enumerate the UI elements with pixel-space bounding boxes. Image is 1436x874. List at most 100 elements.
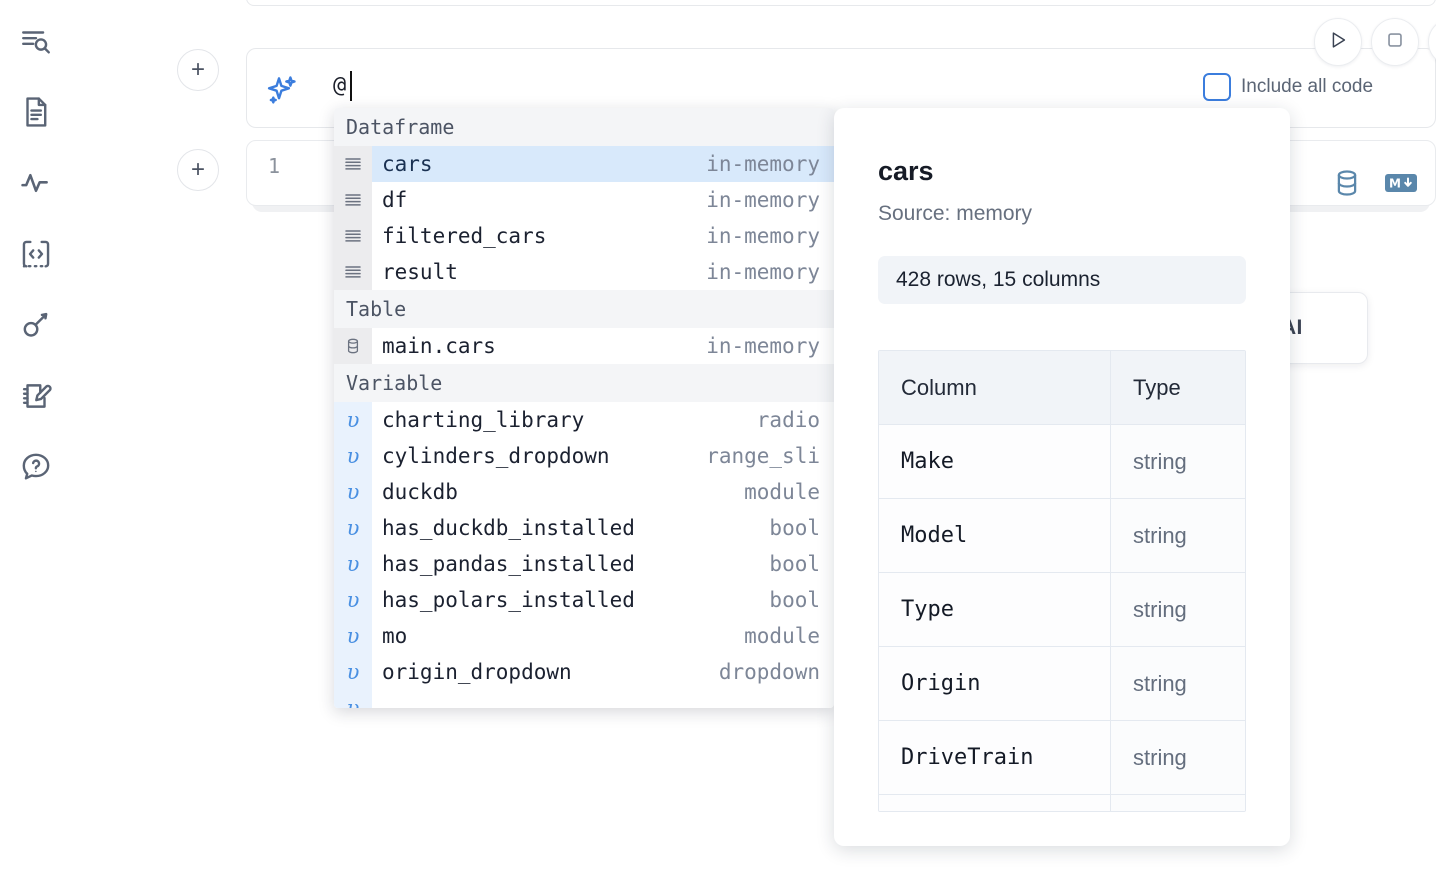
plus-icon: +	[190, 156, 205, 183]
autocomplete-option-kind: bool	[769, 552, 820, 576]
doc-table-cell-column: Origin	[879, 647, 1111, 720]
dataframe-icon	[334, 182, 372, 218]
include-all-code-label: Include all code	[1241, 76, 1374, 97]
autocomplete-option-body	[372, 690, 834, 708]
sidebar-item-help[interactable]	[13, 444, 59, 490]
sidebar-item-activity[interactable]	[13, 160, 59, 206]
autocomplete-option[interactable]: df in-memory	[334, 182, 834, 218]
sidebar-item-secrets[interactable]	[13, 302, 59, 348]
autocomplete-option-name: has_polars_installed	[382, 588, 635, 612]
activity-pulse-icon	[19, 166, 53, 200]
autocomplete-option-body: origin_dropdown dropdown	[372, 654, 834, 690]
doc-table-cell-type: string	[1111, 573, 1245, 646]
add-cell-button-top[interactable]: +	[177, 49, 219, 91]
markdown-download-icon[interactable]: M	[1384, 171, 1418, 200]
table-icon	[334, 328, 372, 364]
autocomplete-section-header: Table	[334, 290, 834, 328]
autocomplete-option-name: has_duckdb_installed	[382, 516, 635, 540]
previous-cell-bottom-edge	[246, 0, 1436, 6]
autocomplete-option-name: result	[382, 260, 458, 284]
doc-table-cell-column: Make	[879, 425, 1111, 498]
autocomplete-option-kind: dropdown	[718, 660, 820, 684]
autocomplete-option-body: result in-memory	[372, 254, 834, 290]
dataframe-icon	[334, 218, 372, 254]
code-snippet-icon	[19, 237, 53, 271]
dataframe-icon	[334, 146, 372, 182]
doc-table-header-column: Column	[879, 351, 1111, 424]
autocomplete-option-kind: in-memory	[706, 224, 820, 248]
autocomplete-option-name: df	[382, 188, 408, 212]
autocomplete-option-name: origin_dropdown	[382, 660, 572, 684]
sidebar-item-file[interactable]	[13, 89, 59, 135]
autocomplete-option[interactable]: υ origin_dropdown dropdown	[334, 654, 834, 690]
include-all-code-checkbox[interactable]	[1203, 73, 1231, 101]
sidebar-item-scratchpad[interactable]	[13, 373, 59, 419]
autocomplete-option-clipped[interactable]: υ	[334, 690, 834, 708]
variable-icon: υ	[334, 618, 372, 654]
autocomplete-section-header: Dataframe	[334, 108, 834, 146]
doc-table-cell-column: Type	[879, 573, 1111, 646]
autocomplete-section-header: Variable	[334, 364, 834, 402]
autocomplete-option-name: cars	[382, 152, 433, 176]
help-chat-icon	[19, 450, 53, 484]
plus-icon: +	[190, 56, 205, 83]
include-all-code-row[interactable]: Include all code	[1203, 73, 1373, 101]
autocomplete-option-kind: range_sli	[706, 444, 820, 468]
ai-prompt-input[interactable]: @	[333, 73, 347, 98]
autocomplete-option[interactable]: result in-memory	[334, 254, 834, 290]
doc-table-header-type: Type	[1111, 351, 1245, 424]
autocomplete-option-kind: in-memory	[706, 188, 820, 212]
sidebar-item-snippets[interactable]	[13, 231, 59, 277]
doc-table-cell-column: Model	[879, 499, 1111, 572]
variable-icon: υ	[334, 546, 372, 582]
key-icon	[19, 308, 53, 342]
code-line-number: 1	[268, 154, 281, 178]
scratchpad-edit-icon	[19, 379, 53, 413]
autocomplete-option-kind: in-memory	[706, 334, 820, 358]
database-icon[interactable]	[1332, 168, 1362, 203]
doc-table-cell-type: string	[1111, 425, 1245, 498]
stop-square-icon	[1384, 29, 1406, 56]
autocomplete-option-kind: module	[744, 624, 820, 648]
doc-shape-badge: 428 rows, 15 columns	[878, 256, 1246, 304]
ai-sparkle-icon	[264, 73, 300, 109]
variable-icon: υ	[334, 402, 372, 438]
autocomplete-option-kind: in-memory	[706, 260, 820, 284]
run-button[interactable]	[1314, 18, 1362, 66]
stop-button[interactable]	[1371, 18, 1419, 66]
svg-text:M: M	[1389, 177, 1401, 191]
add-cell-button-bottom[interactable]: +	[177, 149, 219, 191]
autocomplete-option-name: duckdb	[382, 480, 458, 504]
dataframe-icon	[334, 254, 372, 290]
autocomplete-option-kind: bool	[769, 588, 820, 612]
doc-table-cell-type: string	[1111, 721, 1245, 794]
autocomplete-option-name: cylinders_dropdown	[382, 444, 610, 468]
autocomplete-option-body: df in-memory	[372, 182, 834, 218]
variable-icon: υ	[334, 654, 372, 690]
sidebar-item-outline[interactable]	[13, 18, 59, 64]
variable-icon: υ	[334, 690, 372, 708]
